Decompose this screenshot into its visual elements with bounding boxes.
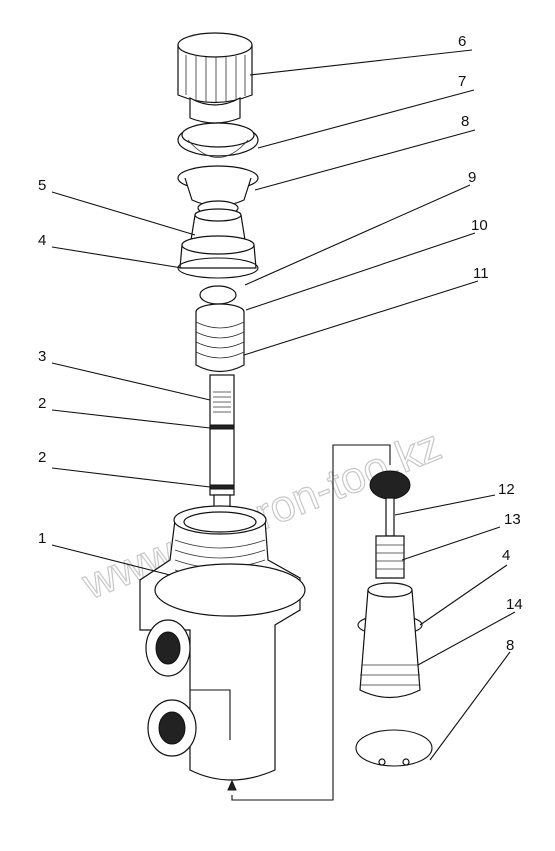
label-part-2-lower: 2 xyxy=(38,449,46,466)
label-part-4: 4 xyxy=(38,232,46,249)
label-part-2-upper: 2 xyxy=(38,395,46,412)
label-part-14: 14 xyxy=(506,596,523,613)
part-9-ball xyxy=(199,285,237,305)
leader-lines xyxy=(51,49,516,761)
part-8-snap-ring xyxy=(355,729,433,767)
label-part-12: 12 xyxy=(498,481,515,498)
part-6-cap xyxy=(177,32,253,124)
label-part-1: 1 xyxy=(38,530,46,547)
label-part-5: 5 xyxy=(38,177,46,194)
label-part-9: 9 xyxy=(468,169,476,186)
part-7-dome xyxy=(177,122,259,158)
label-part-10: 10 xyxy=(471,217,488,234)
part-10-11-spring xyxy=(195,303,245,373)
label-part-8-right: 8 xyxy=(506,637,514,654)
label-part-7: 7 xyxy=(458,73,466,90)
part-8-ring xyxy=(177,165,259,216)
part-13-spring xyxy=(375,535,405,579)
assembly-connector xyxy=(227,444,391,801)
part-5-nut xyxy=(190,208,246,241)
part-12-head xyxy=(369,470,411,537)
label-part-6: 6 xyxy=(458,33,466,50)
part-14-sleeve xyxy=(359,582,421,699)
part-1-body xyxy=(139,505,306,781)
part-4-seal-top xyxy=(177,235,259,279)
label-part-8: 8 xyxy=(461,113,469,130)
label-part-4-right: 4 xyxy=(502,547,510,564)
label-part-13: 13 xyxy=(504,511,521,528)
label-part-11: 11 xyxy=(473,265,489,282)
label-part-3: 3 xyxy=(38,348,46,365)
